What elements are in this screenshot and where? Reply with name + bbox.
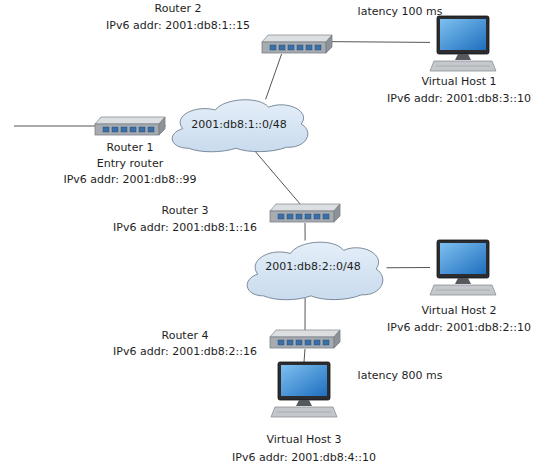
host-computer-shape (430, 16, 496, 71)
device-name: Router 1 (107, 141, 154, 155)
host-computer: Virtual Host 3IPv6 addr: 2001:db8:4::10 (271, 362, 337, 417)
network-prefix: 2001:db8:1::0/48 (191, 118, 286, 132)
device-name: Router 4 (162, 329, 209, 343)
network-cloud: 2001:db8:1::0/48 (165, 96, 313, 152)
device-name: Virtual Host 3 (267, 433, 342, 447)
router-icon-shape (95, 117, 165, 136)
device-detail: IPv6 addr: 2001:db8:2::16 (113, 345, 257, 359)
network-link (387, 267, 430, 268)
router-icon: Router 1Entry routerIPv6 addr: 2001:db8:… (95, 117, 165, 136)
network-link (332, 41, 430, 43)
router-icon-shape (262, 35, 332, 54)
latency-note: latency 800 ms (358, 369, 443, 383)
latency-note: latency 100 ms (358, 5, 443, 19)
device-name: Router 3 (162, 204, 209, 218)
device-detail: Entry router (97, 157, 163, 171)
network-link (304, 349, 305, 362)
host-computer: Virtual Host 1IPv6 addr: 2001:db8:3::10 (430, 16, 496, 71)
network-link (305, 223, 306, 240)
router-icon-shape (270, 204, 340, 223)
network-link (266, 54, 282, 99)
host-computer-shape (430, 240, 496, 295)
network-link (305, 298, 306, 330)
router-icon: Router 4IPv6 addr: 2001:db8:2::16 (270, 330, 340, 349)
device-name: Virtual Host 1 (422, 75, 497, 89)
router-icon: Router 2IPv6 addr: 2001:db8:1::15 (262, 35, 332, 54)
device-detail: IPv6 addr: 2001:db8:3::10 (387, 92, 531, 106)
device-detail: IPv6 addr: 2001:db8:2::10 (387, 321, 531, 335)
uplink-wire (14, 126, 95, 127)
device-detail: IPv6 addr: 2001:db8:4::10 (232, 451, 376, 465)
device-name: Router 2 (155, 2, 202, 16)
host-computer: Virtual Host 2IPv6 addr: 2001:db8:2::10 (430, 240, 496, 295)
device-detail: IPv6 addr: 2001:db8::99 (63, 173, 196, 187)
host-computer-shape (271, 362, 337, 417)
router-icon: Router 3IPv6 addr: 2001:db8:1::16 (270, 204, 340, 223)
device-detail: IPv6 addr: 2001:db8:1::16 (113, 221, 257, 235)
network-link (254, 150, 300, 204)
router-icon-shape (270, 330, 340, 349)
device-detail: IPv6 addr: 2001:db8:1::15 (106, 19, 250, 33)
network-cloud: 2001:db8:2::0/48 (240, 238, 388, 300)
device-name: Virtual Host 2 (422, 304, 497, 318)
network-prefix: 2001:db8:2::0/48 (265, 260, 360, 274)
